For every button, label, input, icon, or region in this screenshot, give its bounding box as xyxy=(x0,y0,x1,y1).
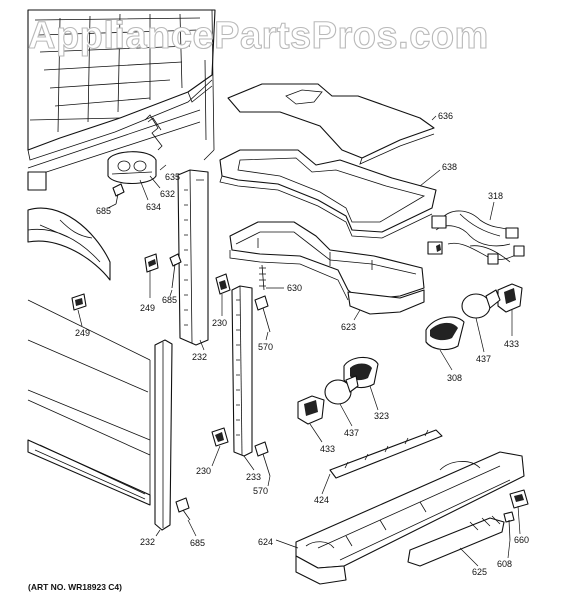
lamp-socket-433-middle xyxy=(297,395,325,425)
callout-433-upper: 433 xyxy=(504,339,519,349)
callout-636: 636 xyxy=(438,111,453,121)
callout-635: 635 xyxy=(165,172,180,182)
screw-685-lower xyxy=(175,497,191,521)
lamp-holder-308 xyxy=(425,316,465,351)
wire-635 xyxy=(144,114,163,151)
shelf-rail-232-upper xyxy=(177,169,209,346)
light-lens-625 xyxy=(407,515,505,567)
duct-cover-623 xyxy=(229,221,425,315)
screw-685-top xyxy=(112,183,125,205)
callout-608: 608 xyxy=(497,559,512,569)
callout-624: 624 xyxy=(258,537,273,547)
screw-570-upper xyxy=(254,295,271,333)
callout-630: 630 xyxy=(287,283,302,293)
lamp-socket-433-upper xyxy=(497,283,523,313)
callout-249-lower: 249 xyxy=(75,328,90,338)
callout-233: 233 xyxy=(246,472,261,482)
callout-685-lower: 685 xyxy=(190,538,205,548)
watermark-logo: AppliancePartsPros.com xyxy=(28,15,489,57)
callout-323: 323 xyxy=(374,411,389,421)
clip-230-lower xyxy=(211,427,229,447)
callout-632: 632 xyxy=(160,189,175,199)
cabinet-interior-illustration xyxy=(27,9,216,506)
callout-623: 623 xyxy=(341,322,356,332)
callout-625: 625 xyxy=(472,567,487,577)
callout-230-lower: 230 xyxy=(196,466,211,476)
shelf-rail-233 xyxy=(231,285,253,457)
callout-230-upper: 230 xyxy=(212,318,227,328)
screw-608 xyxy=(503,511,515,541)
light-bulb-437-middle xyxy=(324,375,359,405)
bracket-424 xyxy=(329,429,443,479)
callout-638: 638 xyxy=(442,162,457,172)
plate-636 xyxy=(227,83,435,165)
screw-685-middle xyxy=(169,253,182,289)
callout-308: 308 xyxy=(447,373,462,383)
art-number: (ART NO. WR18923 C4) xyxy=(28,582,122,592)
clip-230-upper xyxy=(215,273,231,295)
clip-249-upper xyxy=(144,253,159,273)
switch-660 xyxy=(509,489,529,509)
gasket-638 xyxy=(219,149,437,239)
lamp-socket-634 xyxy=(107,151,157,185)
cover-624 xyxy=(295,451,525,585)
wire-harness-318 xyxy=(427,210,525,265)
callout-570-upper: 570 xyxy=(258,342,273,352)
callout-570-lower: 570 xyxy=(253,486,268,496)
callout-685-middle: 685 xyxy=(162,295,177,305)
callout-labels: 636 638 318 635 632 634 685 249 685 249 … xyxy=(75,111,529,577)
callout-424: 424 xyxy=(314,495,329,505)
light-bulb-437-upper xyxy=(461,289,501,319)
callout-660: 660 xyxy=(514,535,529,545)
callout-232-upper: 232 xyxy=(192,352,207,362)
callout-433-middle: 433 xyxy=(320,444,335,454)
callout-437-middle: 437 xyxy=(344,428,359,438)
callout-249-upper: 249 xyxy=(140,303,155,313)
clip-249-lower xyxy=(71,293,87,311)
leader-lines xyxy=(77,115,521,567)
callout-437-upper: 437 xyxy=(476,354,491,364)
callout-318: 318 xyxy=(488,191,503,201)
callout-685-top: 685 xyxy=(96,206,111,216)
pin-630 xyxy=(259,264,266,291)
callout-232-lower: 232 xyxy=(140,537,155,547)
shelf-rail-232-lower xyxy=(154,339,173,531)
callout-634: 634 xyxy=(146,202,161,212)
screw-570-lower xyxy=(254,441,271,477)
